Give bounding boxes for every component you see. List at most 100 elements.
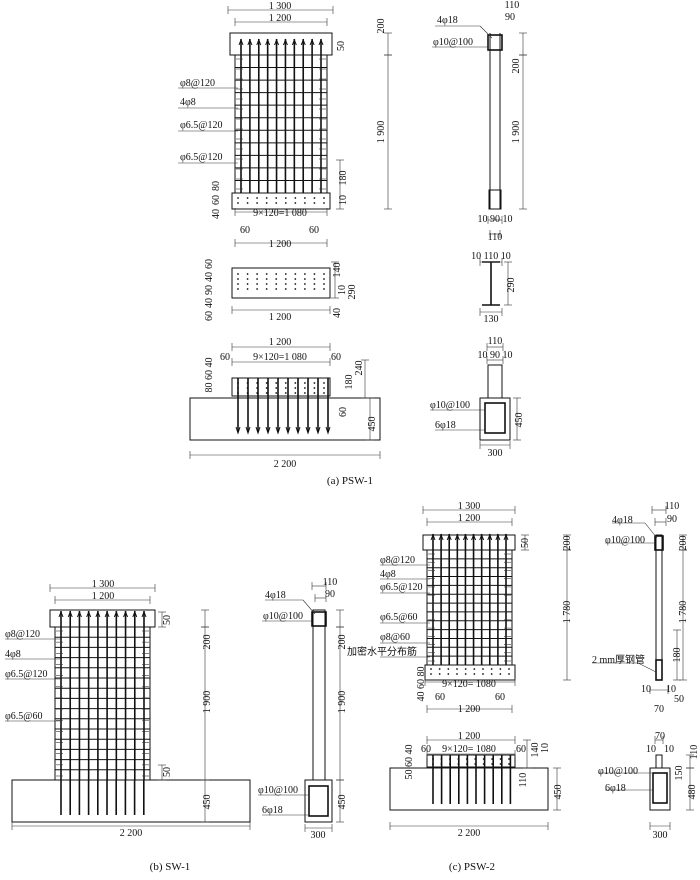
rebar-hook bbox=[235, 426, 241, 435]
side-column bbox=[487, 364, 503, 399]
rebar-dot bbox=[508, 758, 510, 760]
rebar-dot bbox=[447, 668, 450, 670]
dimension-label: 80 60 40 bbox=[204, 358, 215, 393]
rebar-dot bbox=[508, 763, 510, 765]
rebar-dot bbox=[284, 288, 287, 290]
dimension-label: 10 bbox=[337, 285, 348, 295]
figure-caption: (b) SW-1 bbox=[150, 861, 191, 873]
rebar-dot bbox=[265, 382, 268, 384]
rebar-dot bbox=[275, 197, 278, 199]
rebar-dot bbox=[246, 288, 249, 290]
rebar-hook bbox=[132, 610, 138, 618]
side-wall bbox=[312, 609, 326, 781]
rebar-hook bbox=[113, 610, 119, 618]
rebar-dot bbox=[294, 288, 297, 290]
dimension-label: 40 60 80 bbox=[416, 667, 427, 702]
dimension-label: 450 bbox=[337, 795, 348, 810]
rebar-dot bbox=[284, 197, 287, 199]
rebar-dot bbox=[256, 278, 259, 280]
dimension-label: 10 bbox=[641, 684, 651, 695]
wall-outline bbox=[54, 626, 151, 781]
rebar-dot bbox=[313, 382, 316, 384]
rebar-hook bbox=[454, 533, 460, 541]
rebar-dot bbox=[275, 387, 278, 389]
bottom-band bbox=[424, 664, 516, 681]
rebar-dot bbox=[313, 197, 316, 199]
dimension-label: 50 bbox=[162, 615, 173, 625]
dimension-label: 200 bbox=[678, 536, 689, 551]
rebar-dot bbox=[265, 387, 268, 389]
cap-beam bbox=[229, 32, 333, 56]
rebar-dot bbox=[265, 273, 268, 275]
dimension-label: φ10@100 bbox=[263, 611, 303, 622]
dimension-label: 1 200 bbox=[269, 312, 292, 323]
dimension-label: 50 bbox=[674, 694, 684, 705]
rebar-hook bbox=[76, 610, 82, 618]
dimension-label: 200 bbox=[562, 536, 573, 551]
dimension-label: 200 bbox=[202, 635, 213, 650]
dimension-label: 300 bbox=[488, 448, 503, 459]
foundation bbox=[11, 779, 251, 823]
rebar-dot bbox=[265, 392, 268, 394]
rebar-hook bbox=[86, 610, 92, 618]
dimension-label: 60 bbox=[338, 407, 349, 417]
rebar-dot bbox=[499, 668, 502, 670]
rebar-dot bbox=[323, 202, 325, 204]
dimension-label: 1 200 bbox=[458, 704, 481, 715]
dimension-label: 10 bbox=[646, 744, 656, 755]
cap-beam bbox=[422, 534, 516, 551]
dimension-label: 180 bbox=[344, 375, 355, 390]
rebar-dot bbox=[275, 288, 278, 290]
leader-line bbox=[479, 25, 493, 39]
cap-beam bbox=[49, 609, 156, 628]
dimension-label: 9×120=1 080 bbox=[253, 208, 307, 219]
dimension-label: 290 bbox=[347, 285, 358, 300]
figure-caption: (c) PSW-2 bbox=[449, 861, 495, 873]
dimension-label: 480 bbox=[687, 785, 698, 800]
dimension-label: 40 bbox=[204, 298, 215, 308]
figure-caption: (a) PSW-1 bbox=[327, 475, 373, 487]
rebar-dot bbox=[284, 273, 287, 275]
rebar-dot bbox=[265, 283, 268, 285]
dimension-label: 90 bbox=[204, 285, 215, 295]
rebar-dot bbox=[303, 288, 306, 290]
rebar-hook bbox=[238, 38, 244, 46]
dimension-label: φ6.5@60 bbox=[5, 711, 42, 722]
dimension-label: 1 300 bbox=[269, 1, 292, 12]
rebar-dot bbox=[256, 288, 259, 290]
rebar-dot bbox=[430, 673, 432, 675]
dimension-label: 450 bbox=[514, 413, 525, 428]
rebar-dot bbox=[456, 673, 458, 675]
rebar-hook bbox=[256, 38, 262, 46]
rebar-hook bbox=[487, 533, 493, 541]
dimension-label: 180 bbox=[338, 171, 349, 186]
rebar-hook bbox=[265, 426, 271, 435]
dimension-label: 150 bbox=[674, 766, 685, 781]
rebar-dot bbox=[294, 283, 297, 285]
dimension-label: 300 bbox=[311, 830, 326, 841]
dimension-label: 6φ18 bbox=[605, 783, 626, 794]
dimension-label: 50 bbox=[162, 767, 173, 777]
rebar-dot bbox=[294, 387, 297, 389]
dimension-label: 110 bbox=[323, 577, 338, 588]
rebar-hook bbox=[255, 426, 261, 435]
dimension-label: 1 200 bbox=[458, 731, 481, 742]
dimension-label: 2 200 bbox=[120, 828, 143, 839]
rebar-dot bbox=[303, 202, 306, 204]
rebar-dot bbox=[447, 673, 450, 675]
rebar-dot bbox=[237, 197, 239, 199]
dimension-label: 10 bbox=[540, 743, 551, 753]
dimension-label: 450 bbox=[202, 795, 213, 810]
rebar-hook bbox=[430, 533, 436, 541]
dimension-label: 60 bbox=[421, 744, 431, 755]
dimension-label: 60 bbox=[211, 195, 222, 205]
dimension-label: 1 780 bbox=[562, 601, 573, 624]
stirrup-box bbox=[652, 772, 668, 804]
dimension-label: φ6.5@120 bbox=[180, 120, 222, 131]
dimension-label: 1 900 bbox=[511, 121, 522, 144]
leader-line bbox=[637, 662, 657, 673]
rebar-dot bbox=[294, 278, 297, 280]
rebar-hook bbox=[123, 610, 129, 618]
dimension-label: 1 200 bbox=[92, 591, 115, 602]
